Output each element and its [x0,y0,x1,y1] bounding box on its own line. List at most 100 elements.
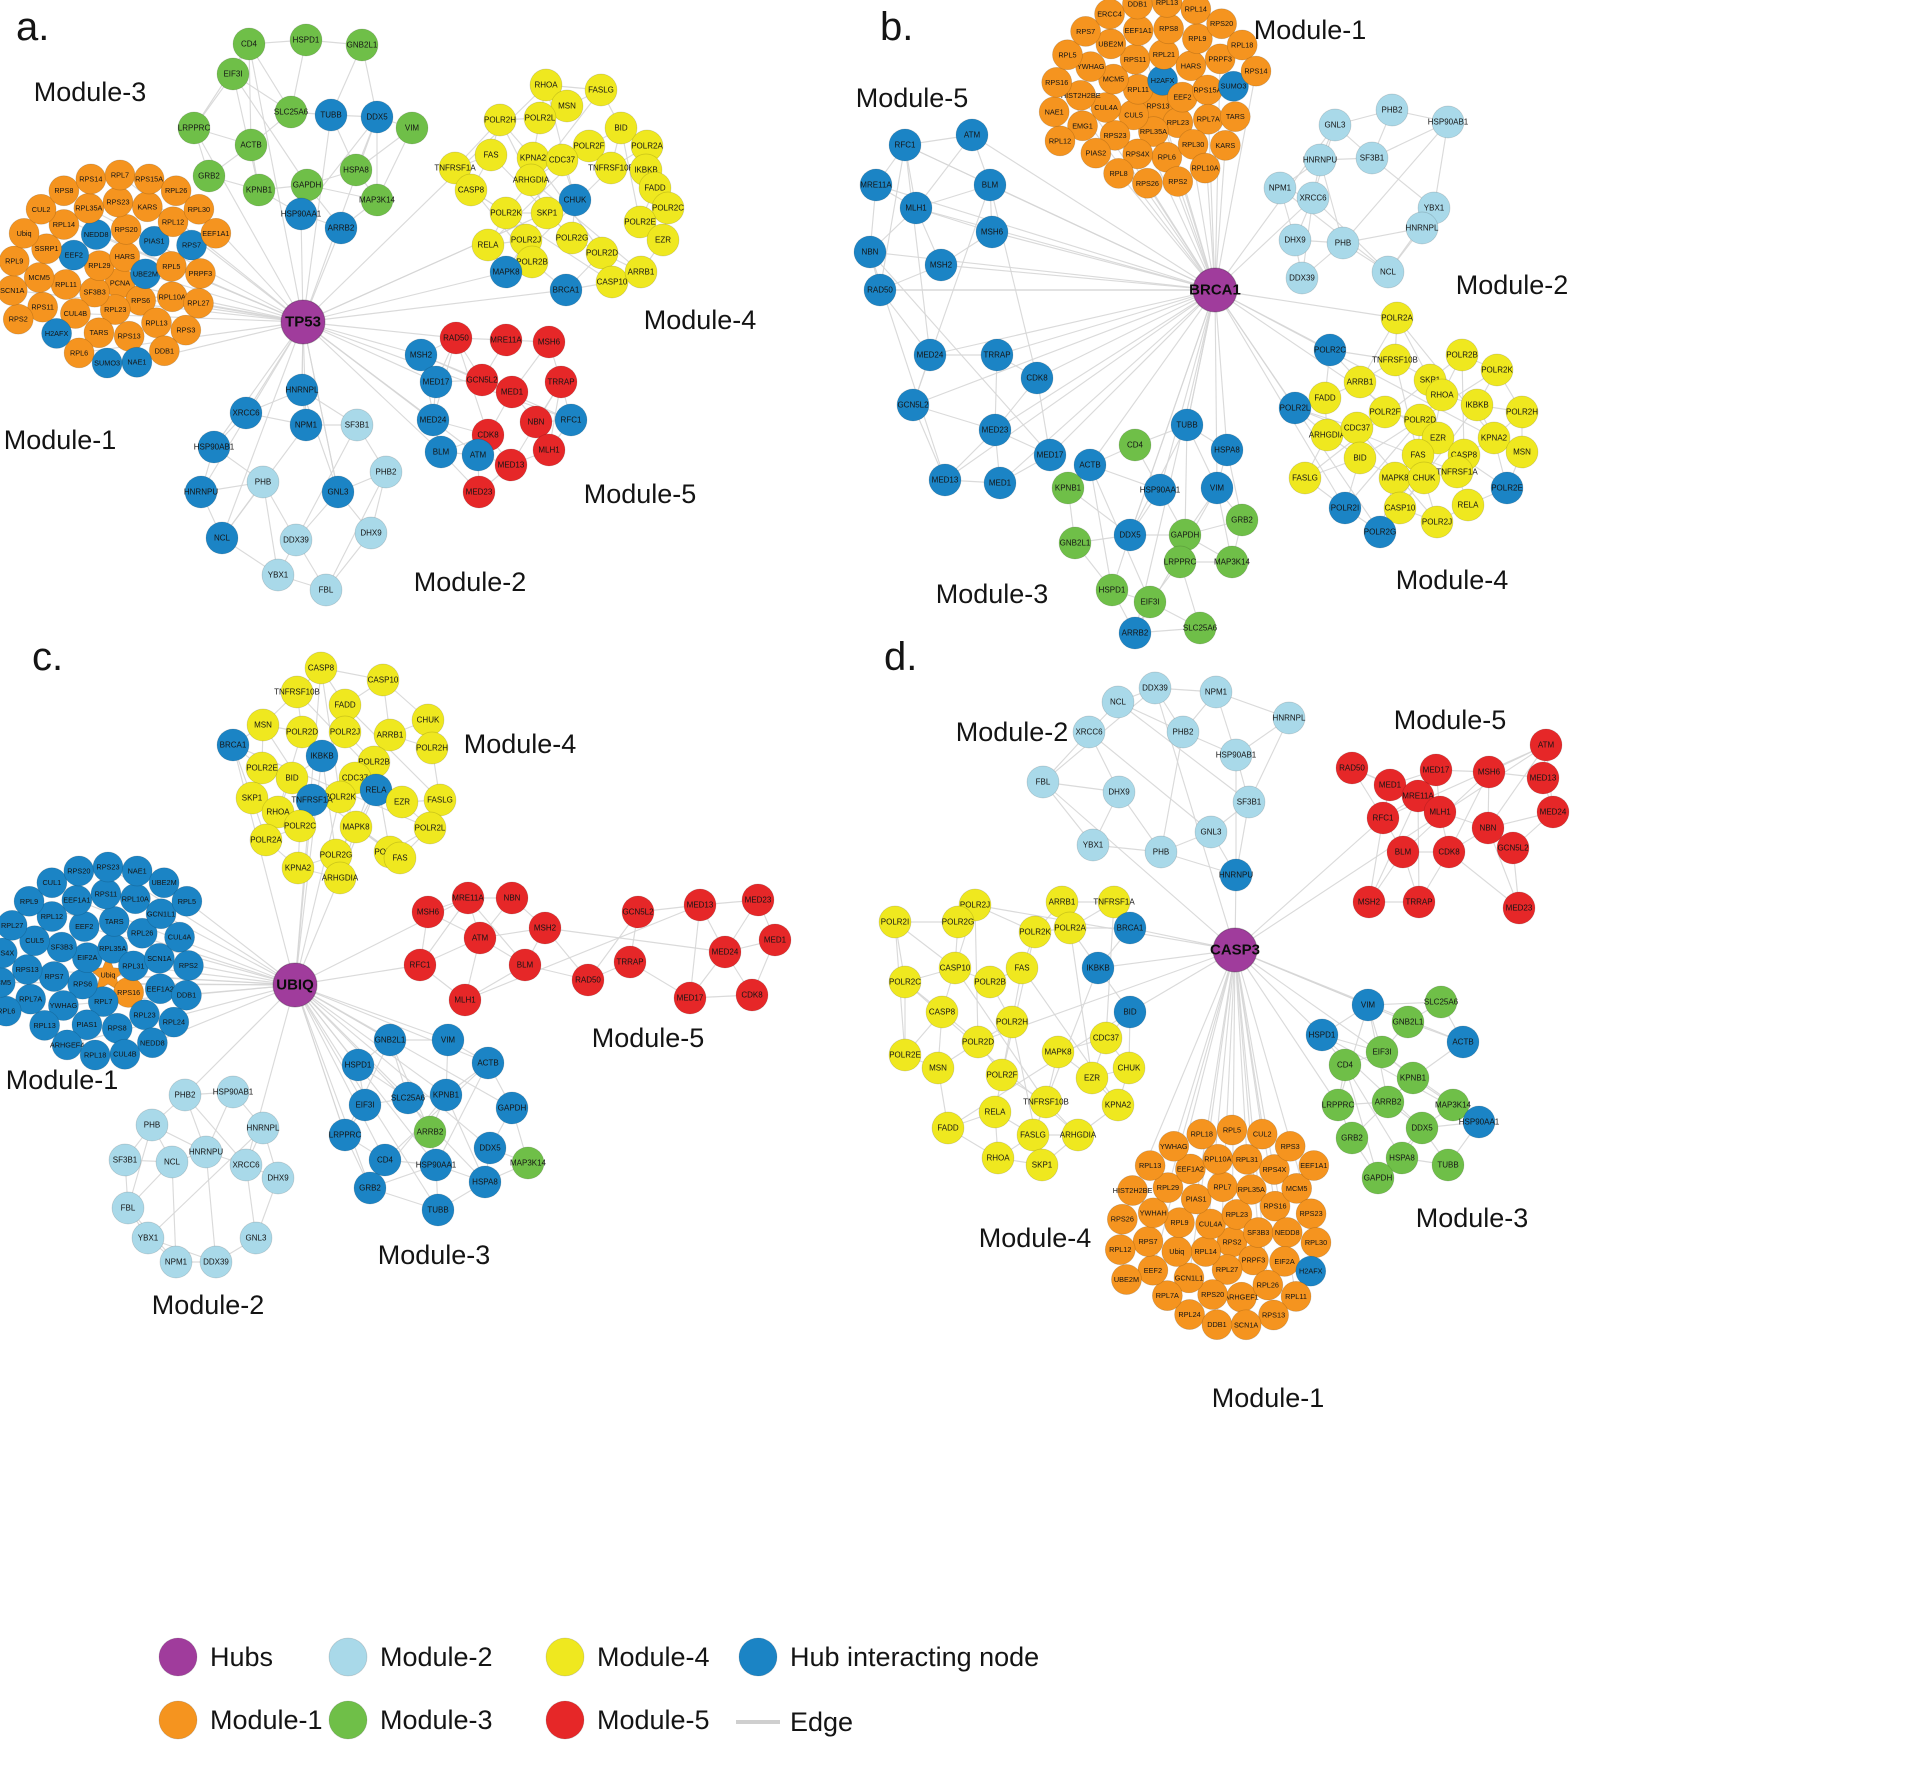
node-label: RPS8 [1159,24,1178,33]
node-label: TNFRSF10B [1023,1098,1069,1107]
node-label: RPL11 [55,280,77,289]
node-label: GRB2 [1341,1134,1363,1143]
node-label: FBL [121,1204,136,1213]
node-label: RPS14 [1244,67,1267,76]
node-label: MSN [558,102,576,111]
node-label: POLR2A [1054,924,1086,933]
node-label: RFC1 [561,416,582,425]
legend-label: Hub interacting node [790,1642,1039,1672]
node-label: KARS [137,202,157,211]
node-label: EEF1A2 [147,984,174,993]
node-label: KPNB1 [433,1091,460,1100]
node-label: MAPK8 [342,823,370,832]
node-label: RPS11 [1124,55,1147,64]
node-label: HSPA8 [343,166,369,175]
node-label: RAD50 [1339,764,1365,773]
node-label: RPS26 [1136,179,1159,188]
node-label: POLR2H [996,1018,1028,1027]
node-label: PCNA [110,279,130,288]
node-label: HSPA8 [1389,1154,1415,1163]
node-label: HIST2H2BE [1113,1186,1153,1195]
module-label: Module-4 [464,729,577,759]
node-label: EEF1A2 [1177,1165,1204,1174]
node-label: SF3B1 [1360,154,1385,163]
node-label: RPS15A [1193,85,1221,94]
node-label: MED24 [917,351,944,360]
node-label: YBX1 [138,1234,159,1243]
node-label: RAD50 [867,286,893,295]
node-label: HSPD1 [293,36,320,45]
node-label: POLR2F [986,1071,1017,1080]
node-label: SCN1A [147,954,171,963]
node-label: DDX5 [1119,531,1141,540]
node-label: RPS23 [96,863,119,872]
node-label: ARHGEF1 [1224,1293,1258,1302]
node-label: ARHGDIA [513,176,550,185]
node-label: RPL27 [1,921,23,930]
node-label: MED17 [1423,766,1450,775]
node-label: POLR2E [624,218,656,227]
node-label: GNL3 [1325,121,1346,130]
node-label: EZR [1084,1074,1100,1083]
node-label: TNFRSF1A [291,796,333,805]
node-label: ACTB [240,141,261,150]
node-label: RPL7A [19,995,42,1004]
node-label: POLR2A [1381,314,1413,323]
node-label: POLR2C [889,978,921,987]
node-label: RPL6 [70,348,88,357]
node-label: DHX9 [1108,788,1130,797]
legend-swatch-module-2 [329,1638,367,1676]
node-label: FADD [644,184,666,193]
node-label: ARHGEF4 [50,1040,84,1049]
module-label: Module-5 [1394,705,1507,735]
node-label: SF3B3 [51,943,73,952]
module-label: Module-2 [956,717,1069,747]
node-label: ARHGDIA [1309,431,1346,440]
legend-swatch-module-4 [546,1638,584,1676]
node-label: RPL5 [1223,1126,1241,1135]
node-label: POLR2G [942,918,974,927]
edge [303,290,566,322]
node-label: GNL3 [328,488,349,497]
node-label: SLC25A6 [1424,998,1459,1007]
node-label: CASP8 [458,186,485,195]
edge [295,985,345,1135]
node-label: POLR2B [1446,351,1478,360]
node-label: CASP8 [308,664,335,673]
node-label: H2AFX [1151,76,1175,85]
node-label: NPM1 [1205,688,1228,697]
node-label: Ubiq [100,971,115,980]
node-label: UBE2M [1098,39,1123,48]
node-label: KPNA2 [1105,1101,1132,1110]
node-label: ACTB [1079,461,1100,470]
node-label: RPS6 [73,980,92,989]
node-label: RPL13 [33,1021,55,1030]
hub-label: BRCA1 [1189,282,1241,299]
node-label: RPS7 [1138,1237,1157,1246]
edge [905,145,930,355]
node-label: HSPD1 [345,1061,372,1070]
node-label: EIF2A [77,953,97,962]
node-label: RAD50 [443,334,469,343]
node-label: PIAS1 [144,237,165,246]
node-label: CUL1 [43,878,62,887]
node-label: VIM [1210,484,1225,493]
node-label: RELA [366,786,388,795]
node-label: MSH6 [417,908,440,917]
node-label: POLR2E [1491,484,1523,493]
node-label: RPL13 [145,318,167,327]
node-label: FADD [334,701,356,710]
node-label: TUBB [320,111,341,120]
node-label: RPL5 [162,262,180,271]
node-label: RELA [478,241,500,250]
node-label: MED13 [1530,774,1557,783]
node-label: POLR2G [556,234,588,243]
node-label: MED23 [982,426,1009,435]
module-label: Module-4 [644,305,757,335]
node-label: HNRNPU [189,1148,223,1157]
node-label: POLR2K [1019,928,1051,937]
node-label: RPL9 [1188,34,1206,43]
node-label: RPL5 [1058,50,1076,59]
node-label: MSH2 [930,261,953,270]
